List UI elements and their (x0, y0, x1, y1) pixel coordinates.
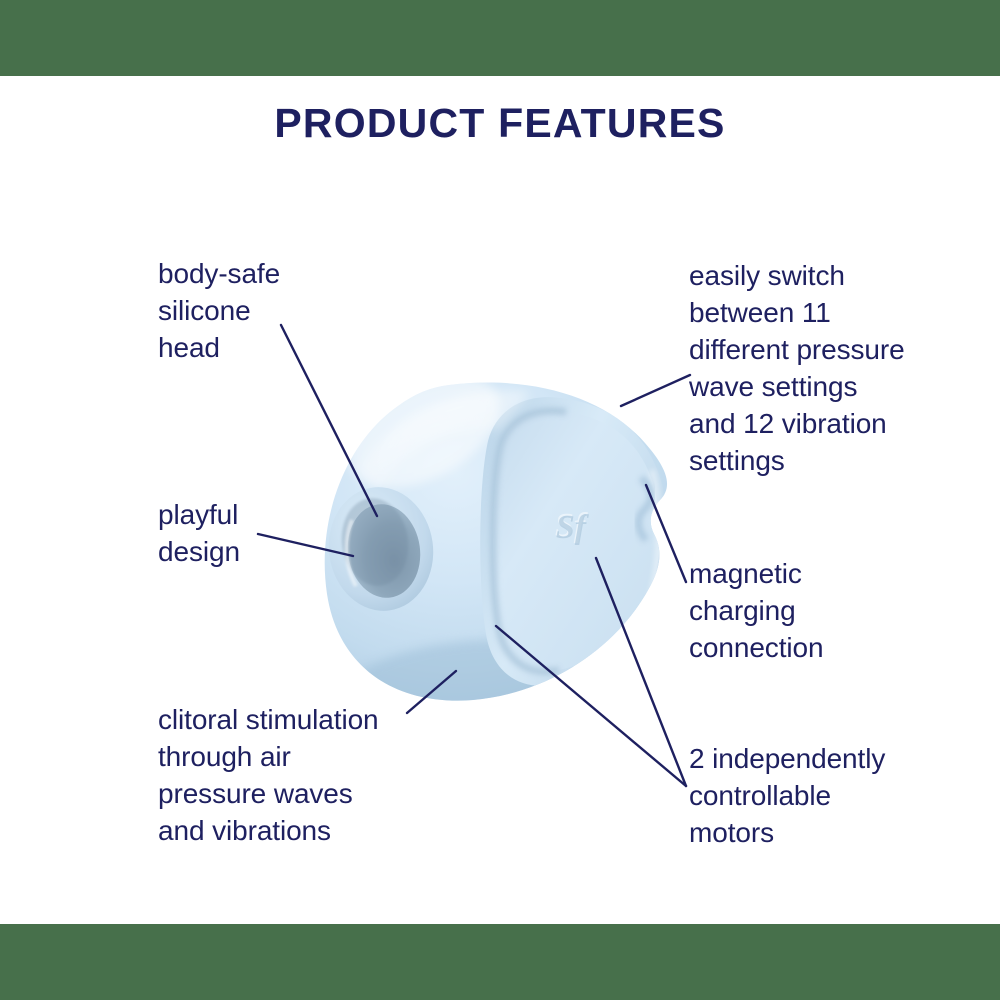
svg-text:Sf: Sf (556, 509, 590, 546)
page-title: PRODUCT FEATURES (274, 100, 726, 146)
callout-pressure-wave-settings: easily switch between 11 different press… (689, 260, 905, 476)
callout-body-safe-silicone-head: body-safe silicone head (158, 258, 281, 363)
leader-motors-a (494, 624, 688, 788)
svg-text:Sf: Sf (555, 507, 589, 544)
control-panel-recess (480, 397, 668, 686)
leader-motors-b (594, 556, 688, 788)
callout-independently-controllable-motors: 2 independently controllable motors (689, 743, 886, 848)
callout-magnetic-charging-connection: magnetic charging connection (689, 558, 824, 663)
satisfyer-sf-logo: Sf Sf (555, 507, 590, 546)
leader-settings (619, 373, 692, 408)
leader-magnetic (644, 483, 688, 584)
bottom-green-band (0, 924, 1000, 1000)
top-green-band (0, 0, 1000, 76)
callout-clitoral-stimulation: clitoral stimulation through air pressur… (158, 704, 379, 846)
callout-playful-design: playful design (158, 499, 240, 567)
